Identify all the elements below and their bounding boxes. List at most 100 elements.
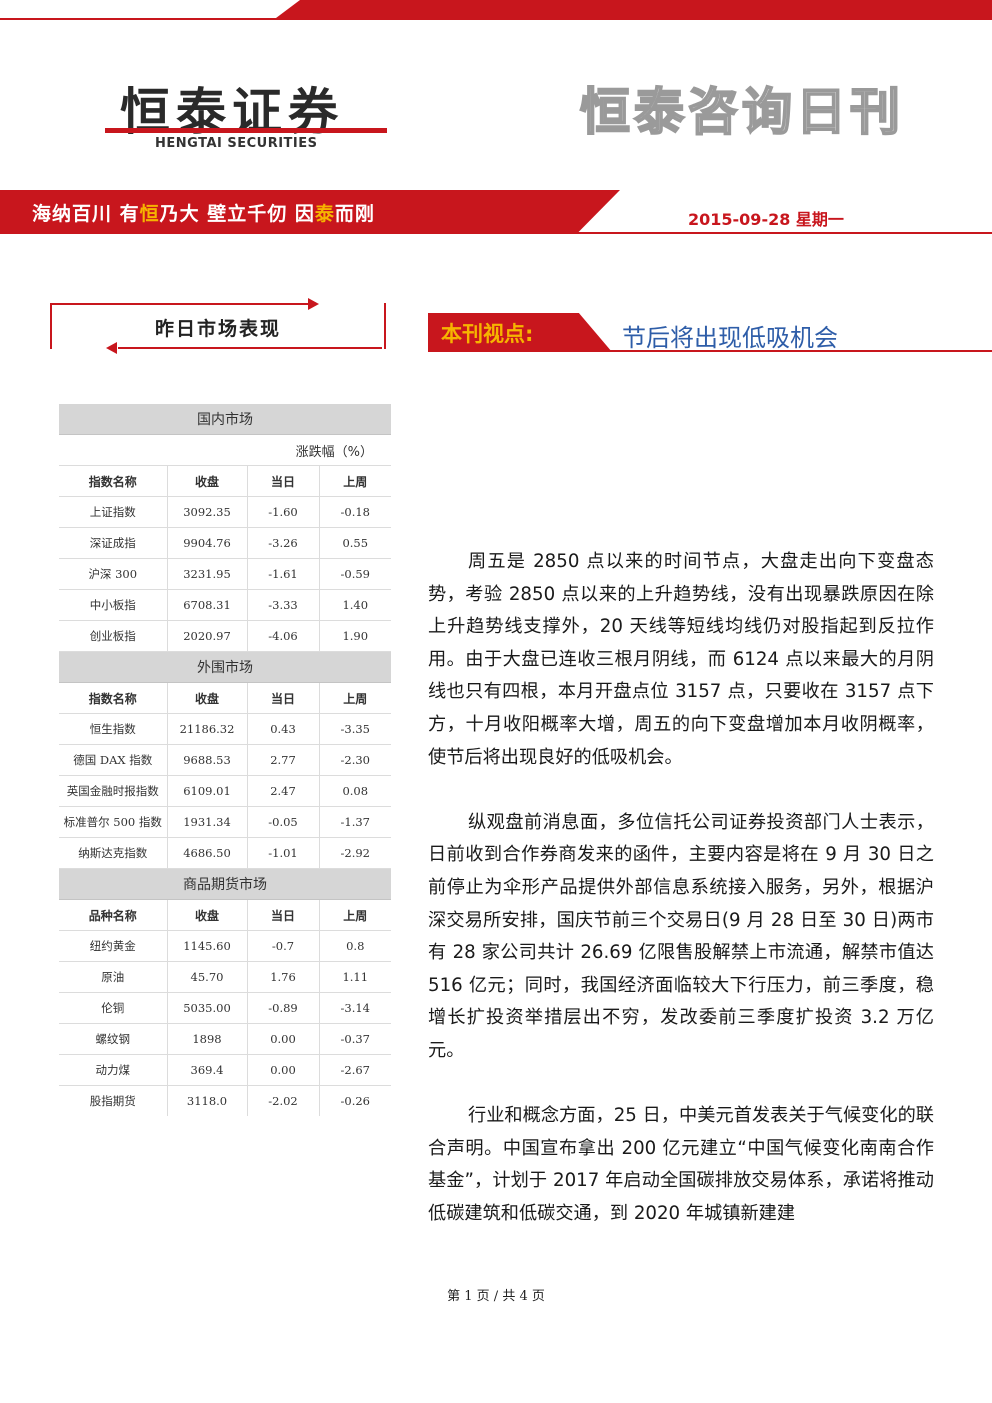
close-cell: 3231.95 <box>167 558 248 590</box>
index-name-cell: 沪深 300 <box>59 558 168 590</box>
section-frame-top-line <box>50 303 312 305</box>
daily-change-cell: -1.01 <box>247 837 320 869</box>
daily-change-cell: -2.02 <box>247 1085 320 1116</box>
publication-title: 恒泰咨询日刊 <box>579 82 904 142</box>
close-cell: 2020.97 <box>167 620 248 652</box>
article-paragraph: 行业和概念方面，25 日，中美元首发表关于气候变化的联合声明。中国宣布拿出 20… <box>428 1105 934 1224</box>
weekly-change-cell: -2.30 <box>319 744 391 776</box>
change-unit-label: 涨跌幅（%） <box>59 434 391 466</box>
domestic-market-group-header: 国内市场 <box>59 404 391 435</box>
company-logo-en: HENGTAI SECURITIES <box>155 136 318 151</box>
index-name-cell: 标准普尔 500 指数 <box>59 806 168 838</box>
index-name-cell: 纳斯达克指数 <box>59 837 168 869</box>
index-name-cell: 股指期货 <box>59 1085 168 1116</box>
column-header: 指数名称 <box>59 465 168 497</box>
close-cell: 5035.00 <box>167 992 248 1024</box>
weekly-change-cell: 1.90 <box>319 620 391 652</box>
daily-change-cell: 1.76 <box>247 961 320 993</box>
close-cell: 1145.60 <box>167 930 248 962</box>
article-body: 周五是 2850 点以来的时间节点，大盘走出向下变盘态势，考验 2850 点以来… <box>428 546 934 1263</box>
weekly-change-cell: -0.37 <box>319 1023 391 1055</box>
unit-row: 涨跌幅（%） <box>59 434 391 466</box>
arrow-left-icon <box>106 342 117 354</box>
weekly-change-cell: -3.14 <box>319 992 391 1024</box>
table-header-row: 指数名称收盘当日上周 <box>59 465 391 497</box>
weekly-change-cell: 1.11 <box>319 961 391 993</box>
daily-change-cell: -0.7 <box>247 930 320 962</box>
weekly-change-cell: -3.35 <box>319 713 391 745</box>
index-name-cell: 中小板指 <box>59 589 168 621</box>
domestic-market-title: 国内市场 <box>59 404 391 435</box>
daily-change-cell: 0.43 <box>247 713 320 745</box>
section-frame <box>50 303 386 349</box>
commodity-futures-group-header: 商品期货市场 <box>59 868 391 900</box>
issue-date: 2015-09-28 星期一 <box>688 210 844 229</box>
close-cell: 4686.50 <box>167 837 248 869</box>
weekly-change-cell: -2.67 <box>319 1054 391 1086</box>
column-header: 收盘 <box>167 465 248 497</box>
index-name-cell: 德国 DAX 指数 <box>59 744 168 776</box>
slogan-text: 海纳百川 有恒乃大 壁立千仞 因泰而刚 <box>32 203 375 225</box>
index-name-cell: 深证成指 <box>59 527 168 559</box>
daily-change-cell: 0.00 <box>247 1023 320 1055</box>
column-header: 收盘 <box>167 682 248 714</box>
index-name-cell: 英国金融时报指数 <box>59 775 168 807</box>
viewpoint-label-block <box>428 313 612 352</box>
logo-rule <box>105 128 387 133</box>
commodity-futures-title: 商品期货市场 <box>59 868 391 900</box>
index-name-cell: 动力煤 <box>59 1054 168 1086</box>
company-logo-cn: 恒泰证券 <box>120 83 344 141</box>
index-name-cell: 上证指数 <box>59 496 168 528</box>
article-paragraph: 纵观盘前消息面，多位信托公司证券投资部门人士表示，日前收到合作券商发来的函件，主… <box>428 811 934 1061</box>
top-bar-white-cut <box>0 0 300 18</box>
weekly-change-cell: -1.37 <box>319 806 391 838</box>
table-header-row: 品种名称收盘当日上周 <box>59 899 391 931</box>
arrow-right-icon <box>308 298 319 310</box>
daily-change-cell: -1.60 <box>247 496 320 528</box>
column-header: 品种名称 <box>59 899 168 931</box>
daily-change-cell: -0.05 <box>247 806 320 838</box>
article-paragraph: 周五是 2850 点以来的时间节点，大盘走出向下变盘态势，考验 2850 点以来… <box>428 551 934 768</box>
column-header: 指数名称 <box>59 682 168 714</box>
column-header: 上周 <box>319 682 391 714</box>
close-cell: 6109.01 <box>167 775 248 807</box>
weekly-change-cell: 1.40 <box>319 589 391 621</box>
close-cell: 1898 <box>167 1023 248 1055</box>
index-name-cell: 恒生指数 <box>59 713 168 745</box>
daily-change-cell: -3.26 <box>247 527 320 559</box>
column-header: 当日 <box>247 899 320 931</box>
index-name-cell: 原油 <box>59 961 168 993</box>
daily-change-cell: 0.00 <box>247 1054 320 1086</box>
close-cell: 6708.31 <box>167 589 248 621</box>
column-header: 上周 <box>319 465 391 497</box>
daily-change-cell: -1.61 <box>247 558 320 590</box>
daily-change-cell: -0.89 <box>247 992 320 1024</box>
close-cell: 3118.0 <box>167 1085 248 1116</box>
weekly-change-cell: -2.92 <box>319 837 391 869</box>
close-cell: 3092.35 <box>167 496 248 528</box>
weekly-change-cell: 0.55 <box>319 527 391 559</box>
close-cell: 9904.76 <box>167 527 248 559</box>
close-cell: 369.4 <box>167 1054 248 1086</box>
column-header: 收盘 <box>167 899 248 931</box>
weekly-change-cell: -0.26 <box>340 1094 371 1108</box>
close-cell: 1931.34 <box>167 806 248 838</box>
weekly-change-cell: -0.18 <box>319 496 391 528</box>
viewpoint-underline <box>610 350 992 352</box>
index-name-cell: 螺纹钢 <box>59 1023 168 1055</box>
